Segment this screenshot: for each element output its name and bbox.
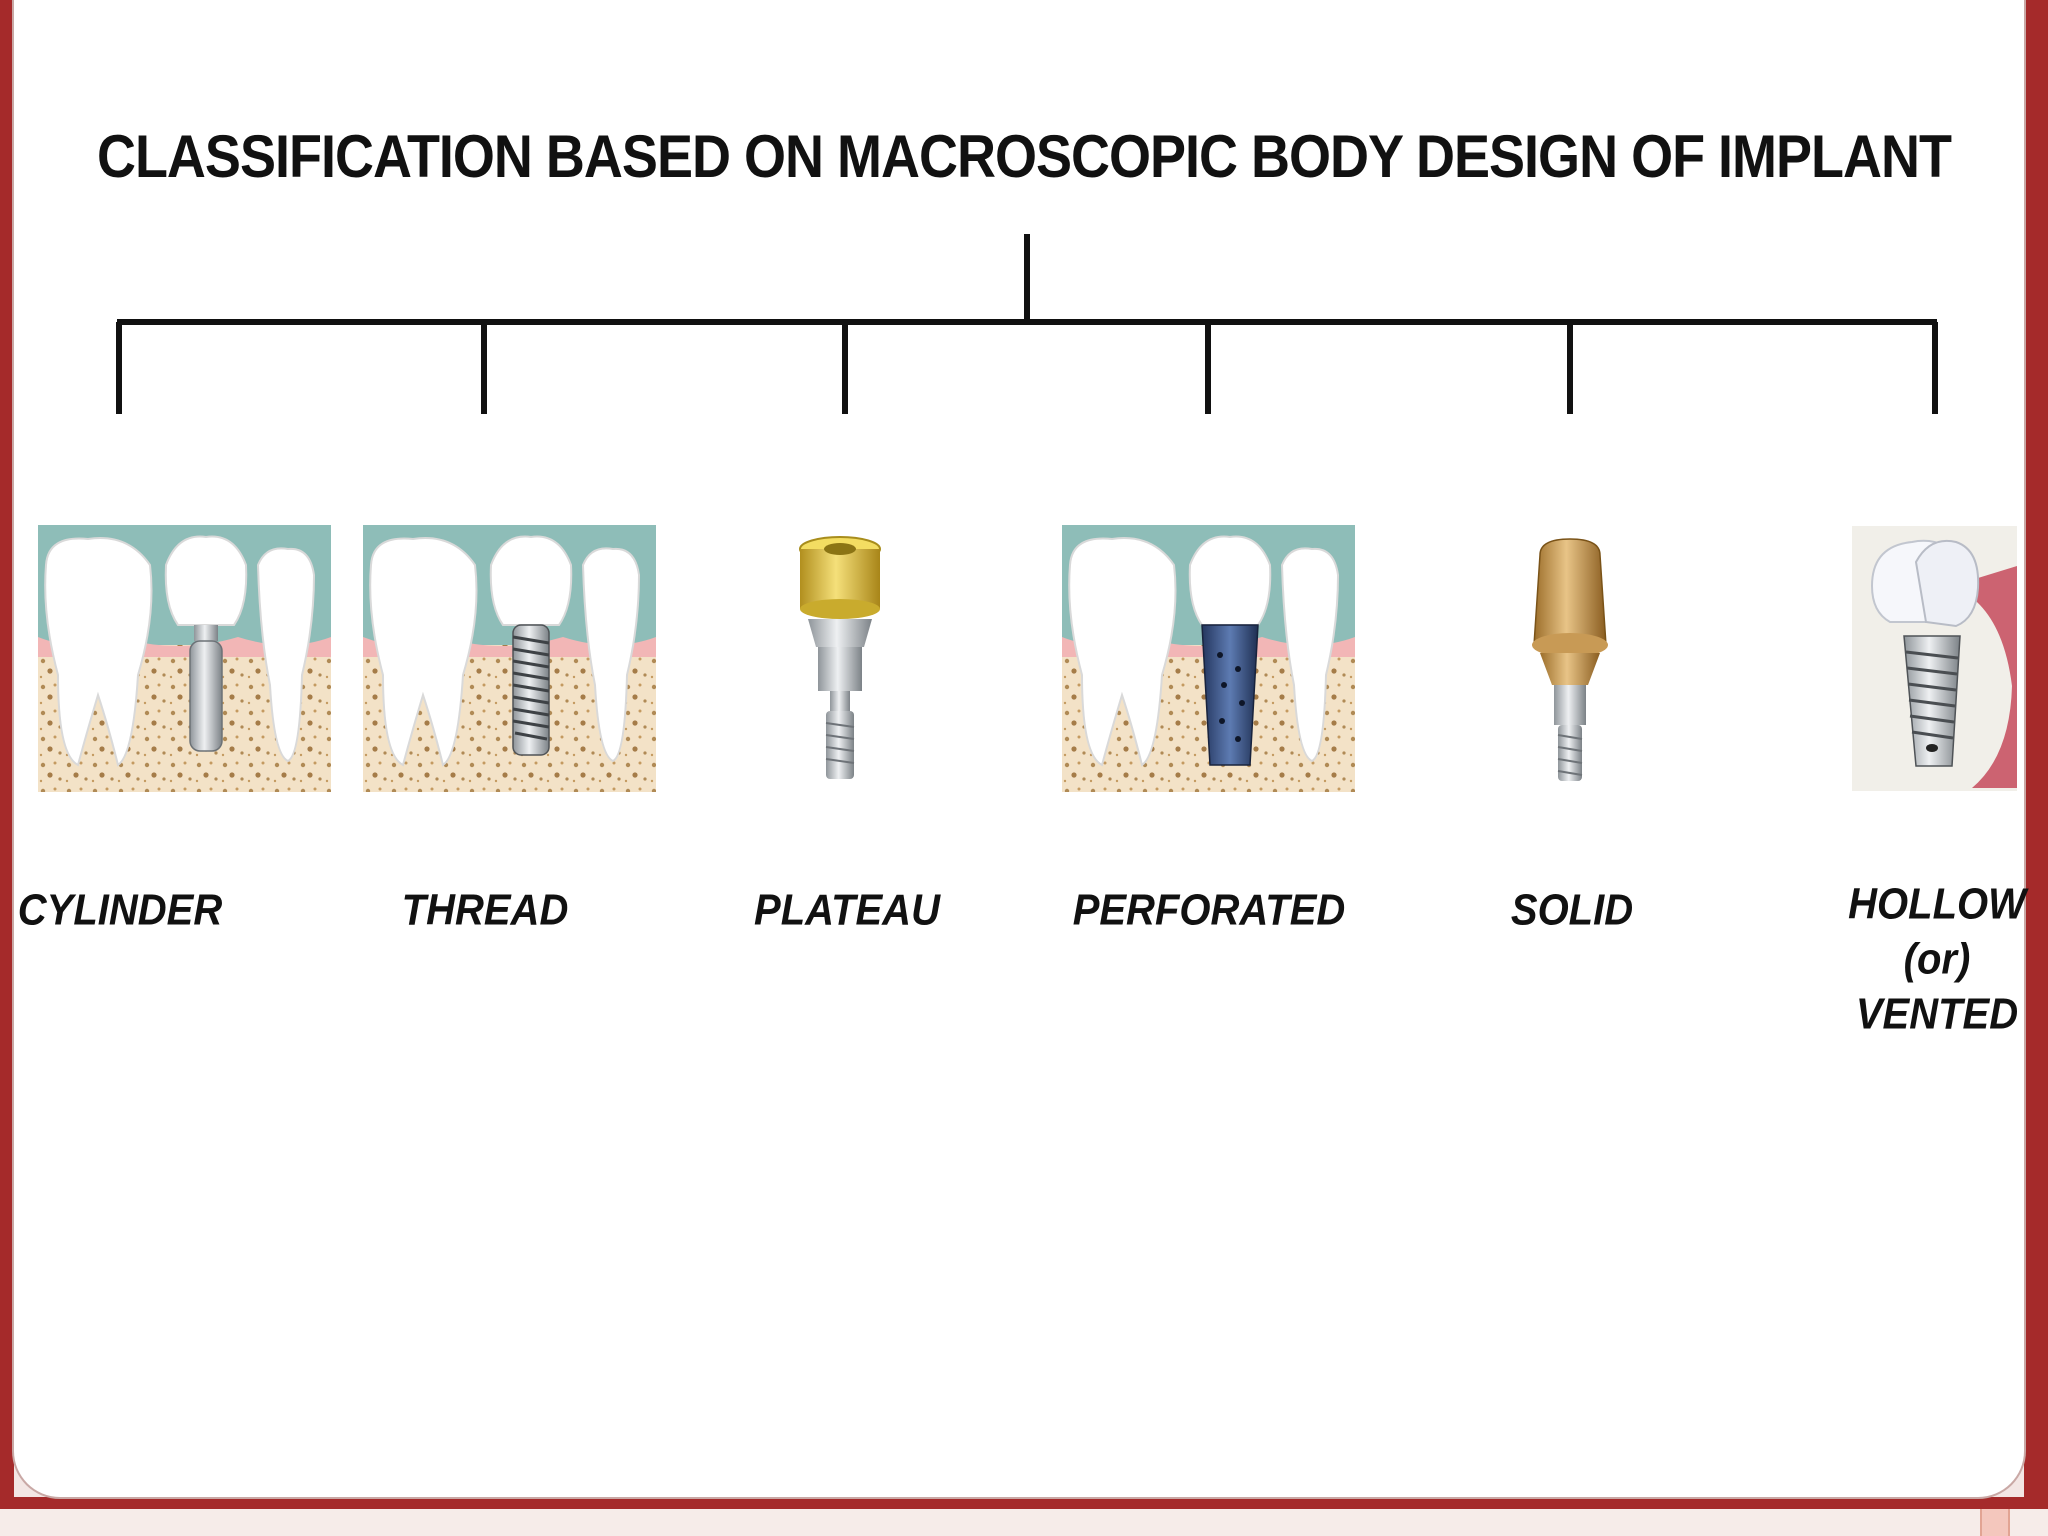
label-thread: THREAD — [401, 885, 569, 935]
label-hollow: HOLLOW (or) VENTED — [1848, 877, 2026, 1042]
label-cylinder: CYLINDER — [17, 885, 223, 935]
diagram-title: CLASSIFICATION BASED ON MACROSCOPIC BODY… — [96, 123, 1952, 191]
label-plateau: PLATEAU — [754, 885, 940, 935]
label-hollow-line-2: (or) — [1903, 934, 1971, 984]
label-solid: SOLID — [1510, 885, 1634, 935]
slide-border-left — [0, 0, 14, 1506]
solid-illustration — [1532, 538, 1608, 781]
slide-border-bottom — [0, 1497, 2048, 1509]
plateau-illustration — [799, 536, 881, 779]
cylinder-illustration — [38, 525, 331, 792]
perforated-illustration — [1062, 525, 1355, 792]
slide-panel — [14, 0, 2024, 1497]
tree-connectors — [116, 234, 1938, 414]
label-hollow-line-1: HOLLOW — [1848, 879, 2026, 929]
label-hollow-line-3: VENTED — [1855, 989, 2019, 1039]
corner-accent — [1980, 1509, 2010, 1536]
hollow-illustration — [1852, 526, 2017, 791]
slide-border-right — [2024, 0, 2048, 1506]
bottom-strip — [0, 1509, 2048, 1536]
thread-illustration — [363, 525, 656, 792]
label-perforated: PERFORATED — [1072, 885, 1346, 935]
